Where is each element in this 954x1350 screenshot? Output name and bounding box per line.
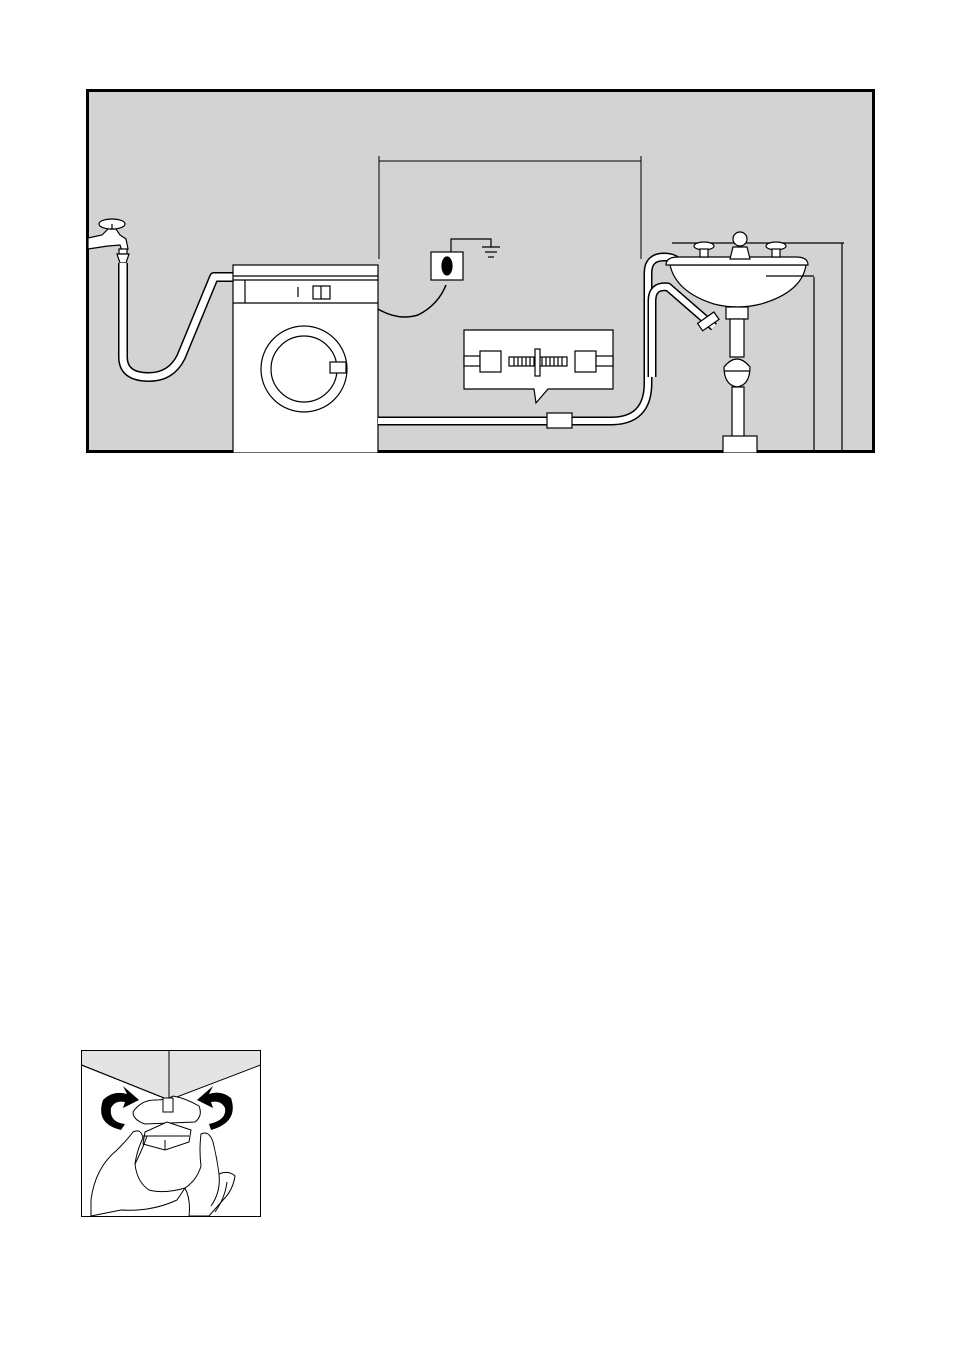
hose-coupling bbox=[547, 413, 572, 428]
washing-machine bbox=[233, 265, 378, 453]
installation-diagram bbox=[86, 89, 875, 453]
foot-leveling-diagram bbox=[81, 1050, 261, 1217]
door-inner bbox=[271, 336, 337, 402]
door-handle bbox=[330, 362, 346, 373]
